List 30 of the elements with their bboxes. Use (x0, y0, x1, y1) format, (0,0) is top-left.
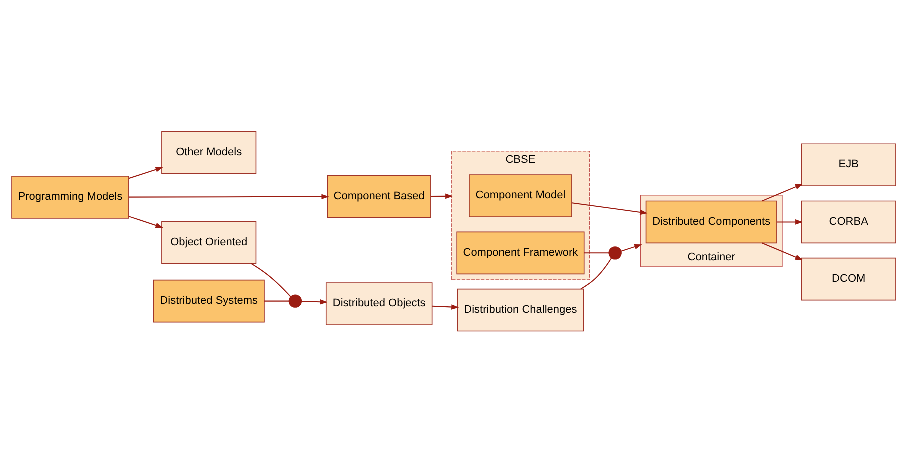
arrow (128, 167, 164, 180)
arrow (430, 194, 454, 200)
arrow (777, 220, 804, 225)
node-box: Component Framework (456, 232, 585, 275)
arrow (302, 299, 328, 305)
arrow (621, 244, 642, 252)
node-box: Component Model (469, 174, 572, 218)
arrow (572, 202, 648, 216)
arrow (432, 304, 460, 310)
node-box: Distributed Systems (153, 280, 265, 323)
connector (580, 258, 612, 290)
node-box: EJB (801, 144, 896, 186)
node-box: DCOM (801, 258, 896, 301)
node-box: Distributed Components (646, 200, 778, 244)
connector (251, 263, 292, 298)
node-box: Programming Models (12, 176, 130, 219)
node-box: Distributed Objects (326, 282, 433, 326)
arrow (762, 242, 804, 260)
arrow (129, 194, 330, 200)
arrow (128, 216, 164, 228)
node-box: Distribution Challenges (457, 288, 584, 332)
node-circle (608, 246, 622, 260)
node-box: Object Oriented (162, 221, 257, 264)
connector (584, 252, 610, 254)
connector (264, 300, 290, 302)
arrow (762, 184, 804, 202)
node-box: Component Based (327, 175, 432, 218)
node-box: Other Models (162, 131, 257, 174)
node-circle (288, 294, 302, 308)
node-box: CORBA (801, 200, 896, 244)
